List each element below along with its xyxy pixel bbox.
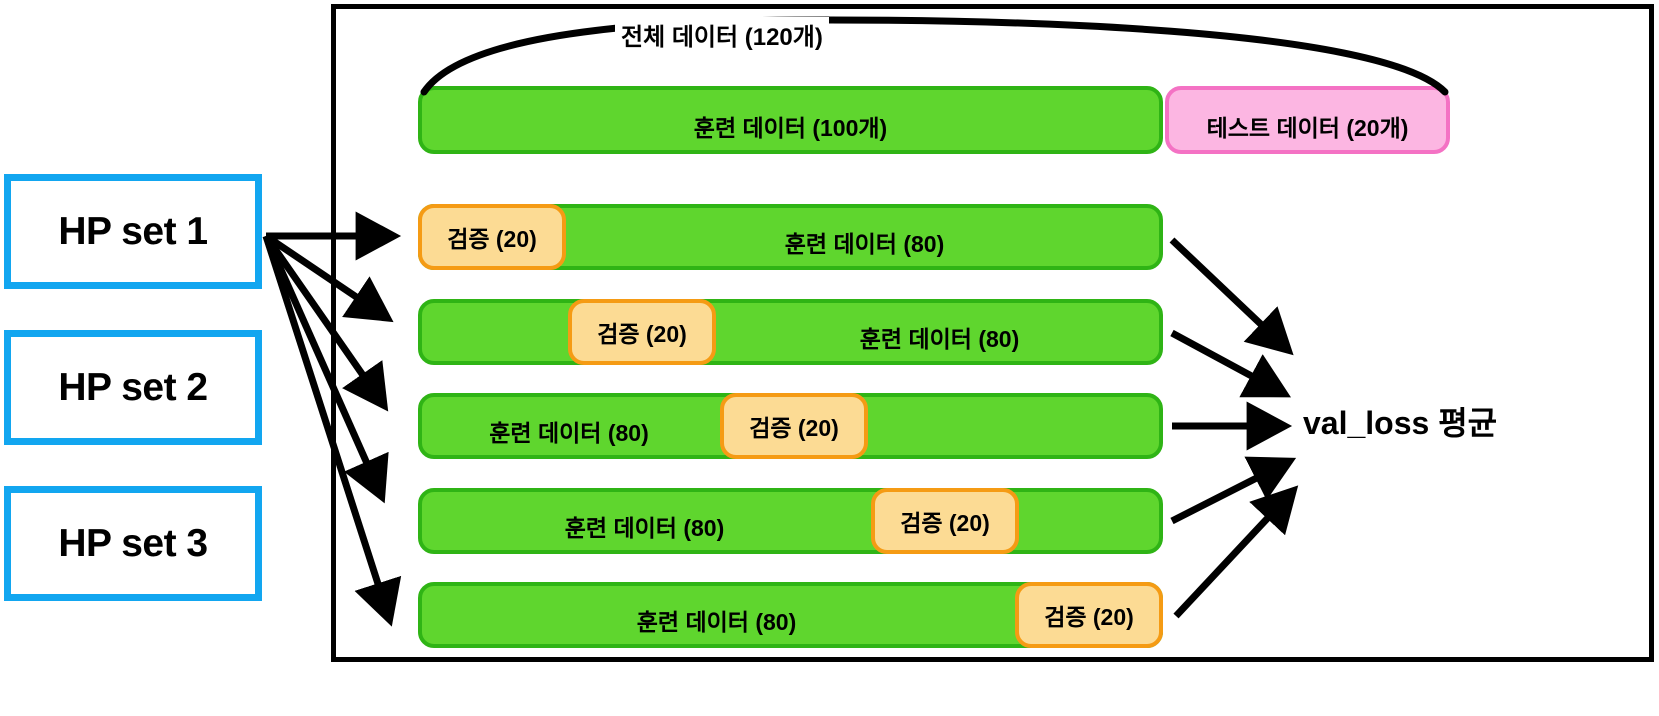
hp-set-label-1: HP set 1: [58, 209, 208, 253]
train-data-label-full: 훈련 데이터 (100개): [693, 115, 888, 141]
validation-chip-5: 검증 (20): [1015, 582, 1163, 648]
validation-label-1: 검증 (20): [447, 226, 537, 252]
validation-label-3: 검증 (20): [749, 415, 839, 441]
hp-set-label-3: HP set 3: [58, 521, 208, 565]
validation-chip-1: 검증 (20): [418, 204, 566, 270]
fold-train-label-1: 훈련 데이터 (80): [784, 231, 945, 257]
validation-chip-3: 검증 (20): [720, 393, 868, 459]
test-data-label: 테스트 데이터 (20개): [1206, 115, 1409, 141]
validation-chip-2: 검증 (20): [568, 299, 716, 365]
total-data-label: 전체 데이터 (120개): [615, 17, 829, 52]
validation-label-2: 검증 (20): [597, 321, 687, 347]
test-data-bar: [1165, 86, 1450, 154]
output-label-val-loss: val_loss 평균: [1303, 405, 1498, 441]
fold-bar-4: [418, 488, 1163, 554]
fold-bar-2: [418, 299, 1163, 365]
fold-train-label-4: 훈련 데이터 (80): [564, 515, 725, 541]
hp-set-box-3: HP set 3: [4, 486, 262, 601]
validation-label-5: 검증 (20): [1044, 604, 1134, 630]
validation-chip-4: 검증 (20): [871, 488, 1019, 554]
fold-train-label-5: 훈련 데이터 (80): [636, 609, 797, 635]
hp-set-box-1: HP set 1: [4, 174, 262, 289]
hp-set-box-2: HP set 2: [4, 330, 262, 445]
validation-label-4: 검증 (20): [900, 510, 990, 536]
fold-train-label-3: 훈련 데이터 (80): [489, 420, 649, 446]
train-data-bar-full: [418, 86, 1163, 154]
fold-train-label-2: 훈련 데이터 (80): [859, 326, 1020, 352]
hp-set-label-2: HP set 2: [58, 365, 208, 409]
